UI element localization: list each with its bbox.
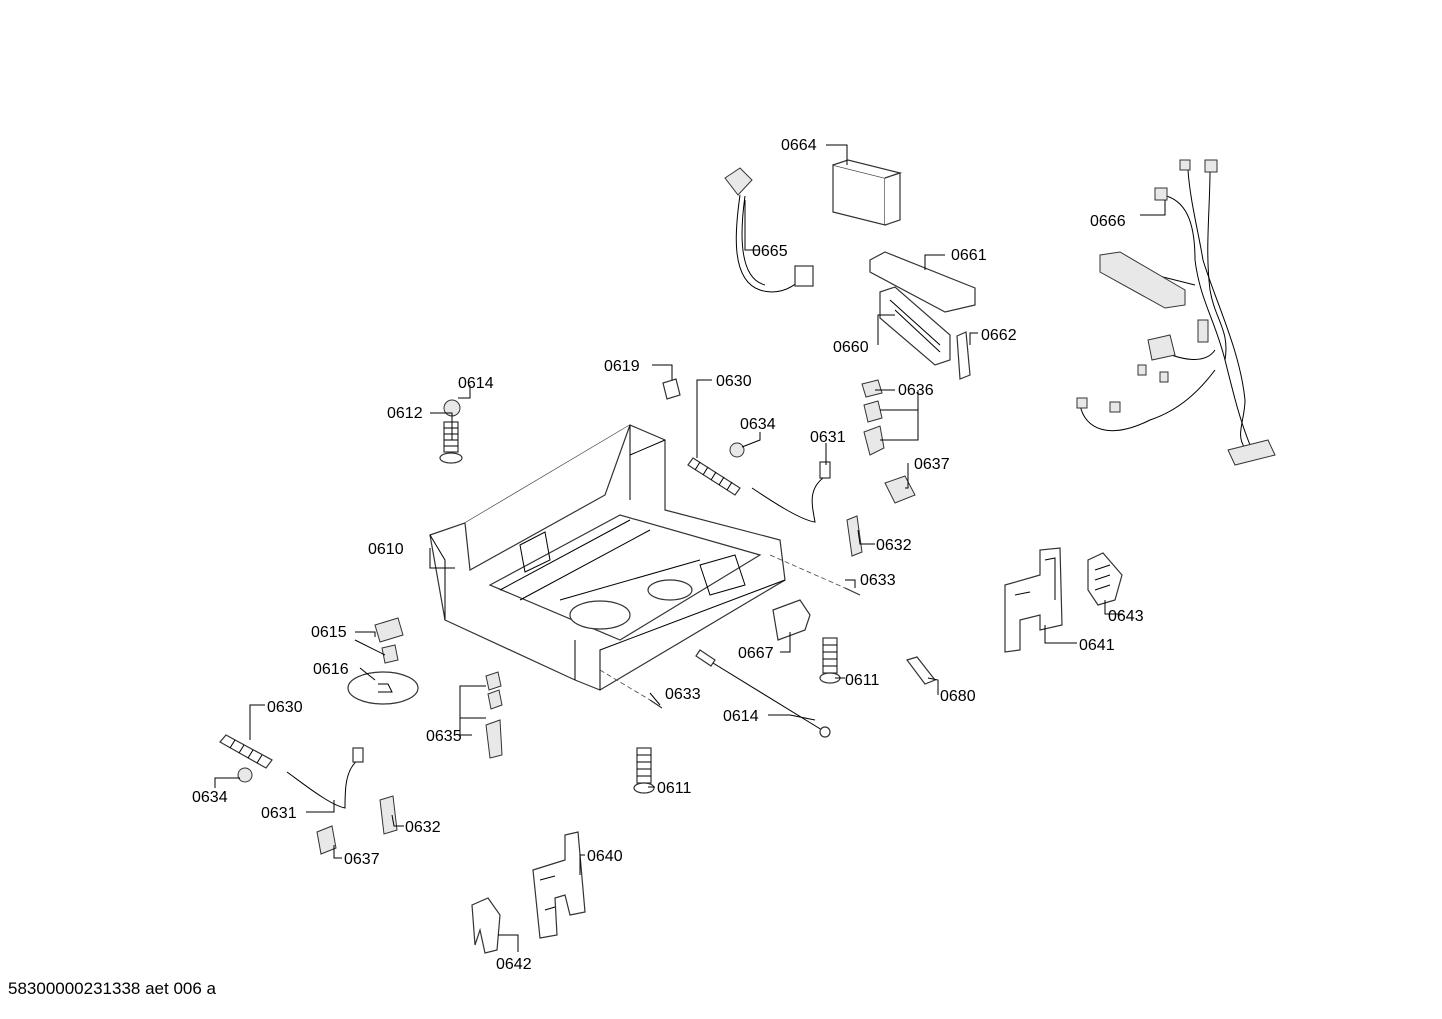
power-cord-part (724, 167, 814, 293)
callout-0680: 0680 (940, 688, 976, 705)
callout-0643: 0643 (1108, 608, 1144, 625)
callout-0634-lower: 0634 (192, 789, 228, 806)
callout-0637-lower: 0637 (344, 851, 380, 868)
bracket-part-0640 (532, 831, 586, 939)
callout-0660: 0660 (833, 339, 869, 356)
callout-0614-upper: 0614 (458, 375, 494, 392)
part-0667 (772, 599, 811, 641)
callout-0635: 0635 (426, 728, 462, 745)
callout-0636: 0636 (898, 382, 934, 399)
bracket-part-0637-upper (884, 475, 916, 504)
callout-0612: 0612 (387, 405, 423, 422)
callout-0631-upper: 0631 (810, 429, 846, 446)
spring-part-upper (687, 457, 741, 496)
callout-0666: 0666 (1090, 213, 1126, 230)
clip-part-0619 (662, 378, 681, 400)
bracket-part-0641 (1004, 547, 1063, 653)
callout-0614-lower: 0614 (723, 708, 759, 725)
callout-0640: 0640 (587, 848, 623, 865)
electronics-box-part (832, 159, 903, 226)
spring-part-lower (219, 734, 273, 769)
callout-0615: 0615 (311, 624, 347, 641)
base-frame-part (429, 424, 786, 691)
cap-part-0634-upper (729, 442, 745, 458)
callout-0611-lower: 0611 (657, 780, 692, 797)
document-id: 58300000231338 aet 006 a (8, 979, 216, 998)
callout-0630-upper: 0630 (716, 373, 752, 390)
rod-part-0614 (695, 649, 831, 738)
callout-0610: 0610 (368, 541, 404, 558)
bracket-part-0637-lower (316, 825, 337, 855)
callout-0619: 0619 (604, 358, 640, 375)
bracket-part-0643 (1087, 552, 1123, 606)
callout-0661: 0661 (951, 247, 987, 264)
callout-0662: 0662 (981, 327, 1017, 344)
screw-part-0633-lower (649, 699, 663, 709)
part-0615-b (381, 644, 399, 664)
cover-part-0661 (869, 251, 976, 313)
housing-part-0660 (879, 286, 951, 366)
callout-0665: 0665 (752, 243, 788, 260)
callout-0634-upper: 0634 (740, 416, 776, 433)
bracket-part-0636 (861, 379, 885, 456)
callout-0642: 0642 (496, 956, 532, 973)
clamp-part-0632-lower (379, 795, 398, 835)
connector-0631-upper (819, 461, 831, 479)
plate-part-0662 (956, 331, 971, 380)
callout-0632-upper: 0632 (876, 537, 912, 554)
clamp-part-0632-upper (846, 515, 863, 557)
cap-part-0634-lower (237, 767, 253, 783)
cable-part-upper (751, 477, 824, 523)
cable-part-lower (286, 759, 359, 809)
callout-labels: 0664 0665 0666 0661 0660 0662 0619 0630 … (192, 137, 1144, 973)
callout-0637-upper: 0637 (914, 456, 950, 473)
wiring-harness-part (1076, 159, 1276, 466)
callout-0633-upper: 0633 (860, 572, 896, 589)
callout-0664: 0664 (781, 137, 817, 154)
connector-0631-lower (352, 747, 364, 763)
foot-screw-part (439, 399, 463, 464)
callout-0641: 0641 (1079, 637, 1115, 654)
callout-0616: 0616 (313, 661, 349, 678)
callout-0611-upper: 0611 (845, 672, 880, 689)
foot-part-0611-upper (819, 637, 841, 684)
leader-lines (214, 144, 1166, 952)
callout-0667: 0667 (738, 645, 774, 662)
part-0680 (906, 656, 936, 685)
disc-part-0616 (347, 671, 419, 705)
screw-part-0633-upper (844, 587, 861, 596)
callout-0630-lower: 0630 (267, 699, 303, 716)
foot-part-0611-lower (633, 747, 655, 794)
bracket-part-0635 (485, 671, 503, 759)
callout-0633-lower: 0633 (665, 686, 701, 703)
callout-0632-lower: 0632 (405, 819, 441, 836)
bracket-part-0642 (471, 897, 501, 954)
part-0615 (374, 617, 404, 643)
callout-0631-lower: 0631 (261, 805, 297, 822)
